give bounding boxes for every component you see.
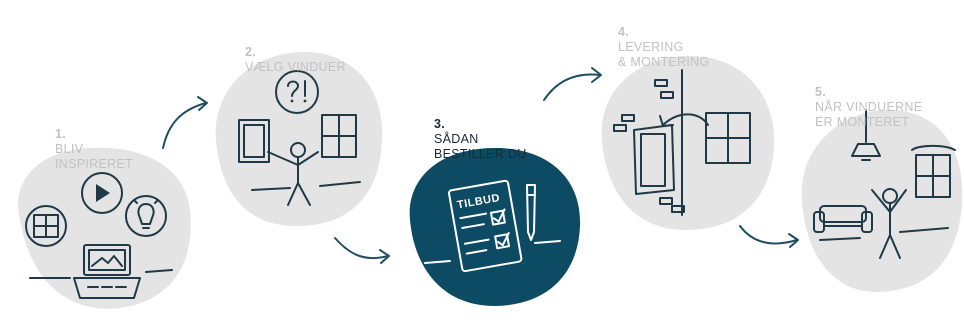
arrow-1-to-2 (162, 102, 207, 149)
step-1-label: 1. BLIV INSPIRERET (55, 112, 133, 172)
window-icon (25, 205, 67, 247)
arrow-4-to-5 (739, 225, 798, 245)
window-icon (705, 112, 751, 164)
arrow-head (788, 233, 799, 248)
step-title: LEVERING & MONTERING (618, 40, 710, 69)
stick-figure-icon (819, 188, 949, 259)
step-title: BLIV INSPIRERET (55, 142, 134, 171)
step-4-label: 4. LEVERING & MONTERING (618, 10, 710, 70)
step-4-blob (601, 55, 775, 230)
step-2-group (215, 51, 383, 227)
arrow-head (197, 96, 208, 111)
step-5-label: 5. NÅR VINDUERNE ER MONTERET (815, 70, 922, 130)
arrow-3-to-4 (543, 73, 601, 101)
step-3-blob (409, 148, 581, 306)
step-number: 2. (245, 45, 257, 59)
stick-figure-icon (251, 142, 361, 206)
play-icon (81, 172, 123, 214)
step-1-group (18, 147, 191, 309)
step-2-blob (215, 51, 383, 227)
window-icon (238, 119, 270, 163)
step-number: 5. (815, 85, 827, 99)
step-number: 4. (618, 25, 630, 39)
step-number: 1. (55, 127, 67, 141)
arrow-2-to-3 (334, 237, 389, 260)
window-icon (633, 124, 675, 195)
step-5-group (801, 109, 963, 293)
floor-line (424, 260, 451, 264)
checkbox-icon (489, 208, 511, 250)
ceiling-lamp-icon (851, 109, 881, 161)
question-exclamation-icon (275, 70, 319, 114)
step-title: NÅR VINDUERNE ER MONTERET (815, 100, 923, 129)
lightbulb-icon (125, 195, 167, 237)
step-4-group (601, 55, 775, 230)
sofa-icon (813, 205, 873, 233)
arrow-head (591, 67, 602, 83)
step-title: VÆLG VINDUER (245, 60, 346, 74)
step-2-label: 2. VÆLG VINDUER (245, 30, 346, 75)
window-icon (911, 144, 956, 198)
step-title: SÅDAN BESTILLER DU (434, 132, 527, 161)
step-3-label: 3. SÅDAN BESTILLER DU (434, 102, 527, 162)
step-number: 3. (434, 117, 446, 131)
pen-icon (526, 184, 536, 241)
step-3-group: TILBUD (409, 148, 581, 306)
brick-wall-icon (613, 69, 685, 216)
window-icon (321, 114, 357, 158)
arrow-head (379, 249, 390, 264)
floor-line (534, 240, 561, 244)
laptop-icon (29, 244, 173, 299)
step-1-blob (18, 147, 191, 309)
